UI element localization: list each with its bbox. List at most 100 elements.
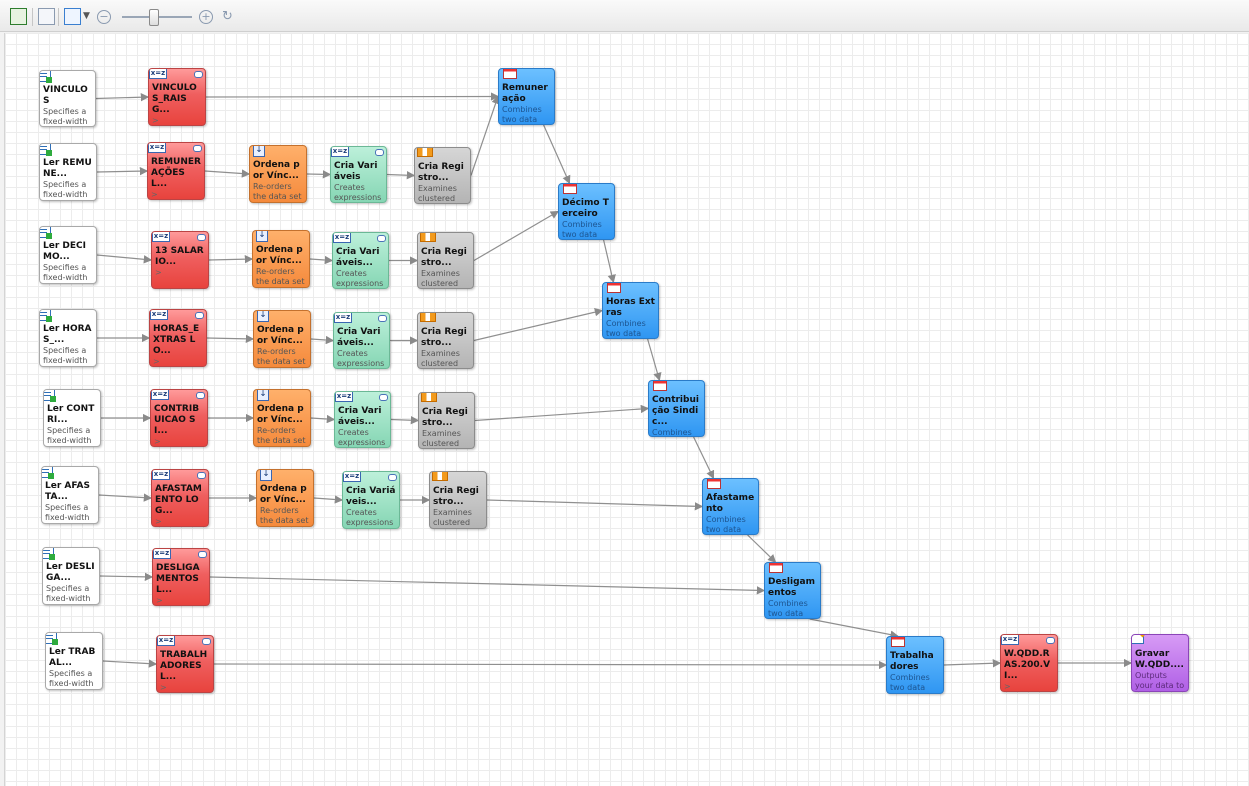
chevron-down-icon[interactable]: ▼ — [83, 11, 90, 21]
toolbar-separator — [32, 8, 33, 26]
cluster-node[interactable]: Cria Registro...Examines clustered da... — [429, 471, 487, 529]
node-title: Desligamentos — [768, 577, 815, 598]
connection-line — [98, 493, 153, 502]
node-description: Specifies a fixed-width t... — [43, 180, 88, 199]
node-title: Ler DESLIGA... — [46, 562, 95, 583]
properties-icon[interactable] — [38, 8, 55, 25]
cluster-node[interactable]: Cria Registro...Examines clustered da... — [414, 147, 471, 204]
filter-icon: x=z — [152, 470, 170, 480]
comment-icon — [198, 551, 207, 558]
connection-line — [470, 95, 500, 176]
cluster-node[interactable]: Cria Registro...Examines clustered da... — [417, 232, 474, 289]
node-description: Examines clustered da... — [418, 184, 457, 203]
join-icon — [607, 283, 621, 293]
sort-node[interactable]: ↓Ordena por Vínc...Re-orders the data se… — [253, 310, 311, 368]
node-expand-arrow[interactable]: > — [156, 596, 163, 605]
node-description: Combines two data sets usi... — [768, 599, 808, 618]
input-node-afastamento[interactable]: Ler AFASTA...Specifies a fixed-width t..… — [41, 466, 99, 524]
node-expand-arrow[interactable]: > — [1004, 682, 1011, 691]
comment-icon — [378, 315, 387, 322]
join-node-contribuicao[interactable]: Contribuição Sindic...Combines two data … — [648, 380, 705, 437]
sort-node[interactable]: ↓Ordena por Vínc...Re-orders the data se… — [252, 230, 310, 288]
input-node-contribuicao[interactable]: Ler CONTRI...Specifies a fixed-width t..… — [43, 389, 101, 447]
input-table-icon — [43, 548, 55, 560]
filter-icon: x=z — [150, 310, 168, 320]
node-description: Specifies a fixed-width t... — [46, 584, 91, 603]
input-node-horas[interactable]: Ler HORAS_...Specifies a fixed-width t..… — [39, 309, 97, 367]
node-description: Examines clustered da... — [422, 429, 461, 448]
run-icon[interactable] — [10, 8, 27, 25]
node-title: DESLIGAMENTOS L... — [156, 563, 200, 595]
sort-node[interactable]: ↓Ordena por Vínc...Re-orders the data se… — [249, 145, 307, 203]
sort-node[interactable]: ↓Ordena por Vínc...Re-orders the data se… — [253, 389, 311, 447]
node-expand-arrow[interactable]: > — [154, 437, 161, 446]
node-title: Ordena por Vínc... — [257, 404, 304, 425]
connection-line — [747, 534, 777, 563]
input-node-trabalhadores[interactable]: Ler TRABAL...Specifies a fixed-width t..… — [45, 632, 103, 690]
node-expand-arrow[interactable]: > — [160, 683, 167, 692]
join-icon — [653, 381, 667, 391]
node-description: Creates expressions — [334, 183, 382, 202]
input-table-icon — [40, 144, 52, 156]
sort-node[interactable]: ↓Ordena por Vínc...Re-orders the data se… — [256, 469, 314, 527]
connection-line — [204, 169, 251, 178]
layout-icon[interactable] — [64, 8, 81, 25]
node-description: Specifies a fixed-width t... — [47, 426, 92, 445]
cluster-node[interactable]: Cria Registro...Examines clustered da... — [417, 312, 474, 369]
comment-icon — [195, 312, 204, 319]
comment-icon — [193, 145, 202, 152]
node-expand-arrow[interactable]: > — [155, 268, 162, 277]
zoom-out-icon[interactable]: − — [97, 10, 111, 24]
node-description: Examines clustered da... — [421, 269, 460, 288]
node-expand-arrow[interactable]: > — [151, 190, 158, 199]
input-node-remuneracoes[interactable]: Ler REMUNE...Specifies a fixed-width t..… — [39, 143, 97, 201]
input-node-decimo[interactable]: Ler DECIMO...Specifies a fixed-width t..… — [39, 226, 97, 284]
zoom-in-icon[interactable]: + — [199, 10, 213, 24]
node-description: Combines two data sets usi... — [706, 515, 746, 534]
node-description: Outputs your data to a dat... — [1135, 671, 1185, 690]
node-title: Ler DECIMO... — [43, 241, 86, 262]
node-title: Ler AFASTA... — [45, 481, 90, 502]
input-node-desligamento[interactable]: Ler DESLIGA...Specifies a fixed-width t.… — [42, 547, 100, 605]
connection-line — [809, 618, 899, 639]
node-description: Specifies a fixed-width t... — [43, 263, 88, 282]
output-node-gravar[interactable]: Gravar W.QDD....Outputs your data to a d… — [1131, 634, 1189, 692]
node-title: Ordena por Vínc... — [256, 245, 303, 266]
connection-line — [309, 255, 334, 265]
sort-icon: ↓ — [256, 231, 268, 242]
cluster-icon — [432, 472, 448, 481]
reset-zoom-icon[interactable]: ↻ — [222, 9, 233, 24]
cluster-node[interactable]: Cria Registro...Examines clustered da... — [418, 392, 475, 449]
node-description: Creates expressions — [346, 508, 394, 527]
node-expand-arrow[interactable]: > — [152, 116, 159, 125]
node-expand-arrow[interactable]: > — [155, 517, 162, 526]
node-title: Ordena por Vínc... — [253, 160, 300, 181]
node-title: CONTRIBUICAO SI... — [154, 404, 200, 436]
node-expand-arrow[interactable]: > — [153, 357, 160, 366]
node-title: Trabalhadores — [890, 651, 934, 672]
comment-icon — [197, 234, 206, 241]
zoom-slider-thumb[interactable] — [148, 9, 159, 26]
